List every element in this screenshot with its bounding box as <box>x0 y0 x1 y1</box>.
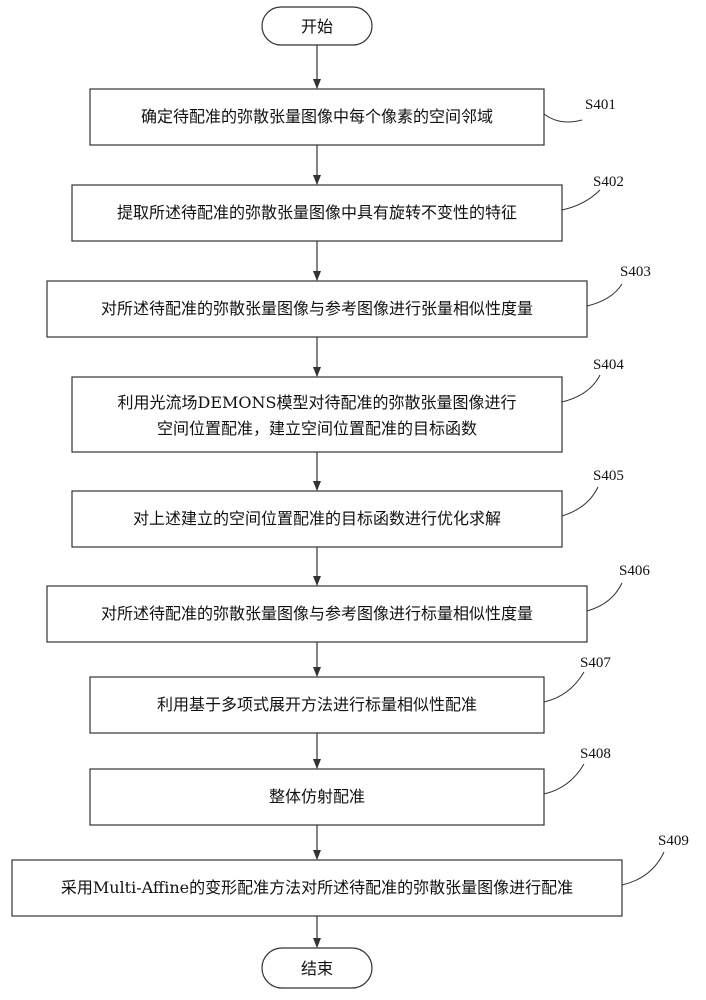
step-s409: 采用Multi-Affine的变形配准方法对所述待配准的弥散张量图像进行配准 S… <box>11 833 689 917</box>
step-label: S402 <box>593 174 624 190</box>
leader-line <box>543 113 583 123</box>
leader-line <box>561 189 601 211</box>
end-label: 结束 <box>301 959 333 978</box>
leader-line <box>543 763 585 795</box>
process-box <box>71 376 563 453</box>
step-text: 确定待配准的弥散张量图像中每个像素的空间邻域 <box>141 107 493 126</box>
step-label: S408 <box>580 746 611 762</box>
step-s405: 对上述建立的空间位置配准的目标函数进行优化求解 S405 <box>71 468 624 548</box>
step-s408: 整体仿射配准 S408 <box>89 746 611 826</box>
step-text: 采用Multi-Affine的变形配准方法对所述待配准的弥散张量图像进行配准 <box>61 878 573 897</box>
step-label: S401 <box>585 97 616 113</box>
step-text: 整体仿射配准 <box>269 787 365 806</box>
process-box <box>46 585 588 643</box>
leader-line <box>586 582 623 612</box>
step-text: 利用光流场DEMONS模型对待配准的弥散张量图像进行 <box>118 393 517 412</box>
leader-line <box>561 374 601 403</box>
step-label: S403 <box>620 264 651 280</box>
process-box <box>71 490 563 548</box>
step-s407: 利用基于多项式展开方法进行标量相似性配准 S407 <box>89 655 611 734</box>
step-text: 利用基于多项式展开方法进行标量相似性配准 <box>157 695 477 714</box>
step-label: S409 <box>658 833 689 849</box>
process-box <box>89 676 545 734</box>
step-label: S406 <box>619 563 650 579</box>
step-s403: 对所述待配准的弥散张量图像与参考图像进行张量相似性度量 S403 <box>46 264 651 338</box>
process-box <box>89 768 545 826</box>
leader-line <box>543 671 585 703</box>
start-label: 开始 <box>301 17 333 36</box>
step-label: S404 <box>593 357 624 373</box>
step-text: 提取所述待配准的弥散张量图像中具有旋转不变性的特征 <box>117 203 517 222</box>
step-text: 对所述待配准的弥散张量图像与参考图像进行张量相似性度量 <box>101 299 533 318</box>
step-s404: 利用光流场DEMONS模型对待配准的弥散张量图像进行 空间位置配准，建立空间位置… <box>71 357 624 453</box>
step-s402: 提取所述待配准的弥散张量图像中具有旋转不变性的特征 S402 <box>71 174 624 242</box>
step-text: 对上述建立的空间位置配准的目标函数进行优化求解 <box>133 509 501 528</box>
process-box <box>89 88 545 146</box>
leader-line <box>586 283 623 307</box>
leader-line <box>621 851 665 886</box>
step-s406: 对所述待配准的弥散张量图像与参考图像进行标量相似性度量 S406 <box>46 563 650 643</box>
step-label: S405 <box>593 468 624 484</box>
process-box <box>46 280 588 338</box>
end-terminal <box>261 947 373 989</box>
step-s401: 确定待配准的弥散张量图像中每个像素的空间邻域 S401 <box>89 88 616 146</box>
process-box <box>71 184 563 242</box>
step-text: 空间位置配准，建立空间位置配准的目标函数 <box>157 419 477 438</box>
leader-line <box>561 486 599 517</box>
step-label: S407 <box>580 655 611 671</box>
step-text: 对所述待配准的弥散张量图像与参考图像进行标量相似性度量 <box>101 604 533 623</box>
process-box <box>11 859 623 917</box>
